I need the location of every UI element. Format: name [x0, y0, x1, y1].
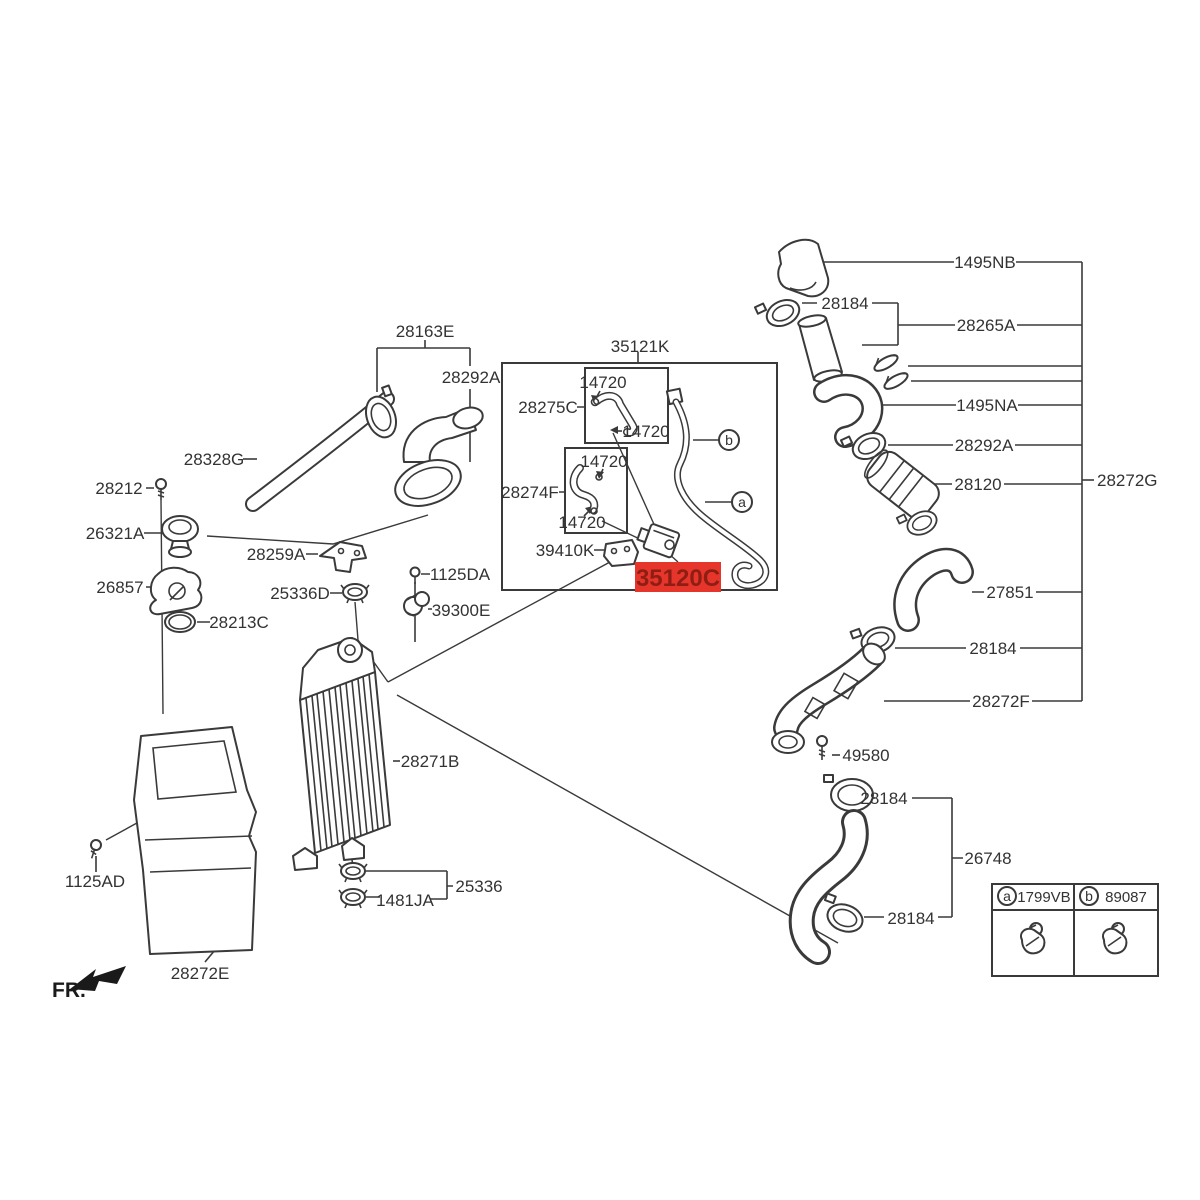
part-label-1125DA: 1125DA	[430, 565, 491, 584]
callout-a-label: a	[738, 494, 746, 510]
legend-part-a: 1799VB	[1017, 889, 1070, 906]
legend-part-b: 89087	[1105, 889, 1147, 906]
part-label-28265A: 28265A	[957, 316, 1016, 335]
part-label-25336: 25336	[455, 877, 502, 896]
part-label-28120: 28120	[954, 475, 1001, 494]
part-label-28328G: 28328G	[184, 450, 245, 469]
part-label-25336D: 25336D	[270, 584, 330, 603]
part-label-28184-4: 28184	[887, 909, 934, 928]
front-direction-arrow-icon	[70, 966, 126, 991]
part-label-28212: 28212	[95, 479, 142, 498]
part-label-27851: 27851	[986, 583, 1033, 602]
part-label-35120C-highlighted[interactable]: 35120C	[636, 565, 720, 592]
part-label-14720-3: 14720	[580, 452, 627, 471]
callout-b-circle	[718, 429, 740, 451]
callout-a-circle	[731, 491, 753, 513]
part-label-28274F: 28274F	[501, 483, 559, 502]
part-label-28275C: 28275C	[518, 398, 578, 417]
front-direction-label: FR.	[52, 979, 86, 1002]
part-label-14720-1: 14720	[579, 373, 626, 392]
right-column-parts	[753, 238, 974, 965]
part-label-39410K: 39410K	[536, 541, 595, 560]
part-label-1481JA: 1481JA	[376, 891, 434, 910]
part-label-28184-3: 28184	[860, 789, 907, 808]
legend-key-a: a	[1003, 888, 1011, 904]
part-label-26321A: 26321A	[86, 524, 145, 543]
intercooler-drawing	[292, 637, 391, 909]
part-label-1495NA: 1495NA	[956, 396, 1018, 415]
part-label-28163E: 28163E	[396, 322, 455, 341]
part-labels: 28163E 28292A 28328G 28212 26321A 26857 …	[52, 253, 1158, 1002]
legend-key-b: b	[1085, 888, 1093, 904]
part-label-1125AD: 1125AD	[65, 872, 125, 891]
part-label-14720-2: 14720	[622, 422, 669, 441]
part-label-49580: 49580	[842, 746, 889, 765]
part-label-28292A-right: 28292A	[955, 436, 1014, 455]
part-label-28184-2: 28184	[969, 639, 1016, 658]
part-label-28213C: 28213C	[209, 613, 269, 632]
solenoid-valve-drawing	[636, 523, 681, 559]
part-label-28272F: 28272F	[972, 692, 1030, 711]
part-label-35121K: 35121K	[611, 337, 670, 356]
clip-icon	[1102, 922, 1128, 955]
part-label-28292A-top: 28292A	[442, 368, 501, 387]
legend-key-b-circle	[1079, 886, 1099, 906]
left-column-parts	[149, 478, 430, 633]
part-label-28272E: 28272E	[171, 964, 230, 983]
part-label-26748: 26748	[964, 849, 1011, 868]
part-label-1495NB: 1495NB	[954, 253, 1015, 272]
legend-table	[991, 883, 1159, 977]
clip-icon	[1020, 922, 1046, 955]
air-duct-drawing	[90, 726, 257, 955]
part-label-28272G: 28272G	[1097, 471, 1158, 490]
callout-b-label: b	[725, 432, 733, 448]
part-label-28184-1: 28184	[821, 294, 868, 313]
part-label-26857: 26857	[96, 578, 143, 597]
part-label-28259A: 28259A	[247, 545, 306, 564]
part-label-14720-4: 14720	[558, 513, 605, 532]
highlight-box[interactable]	[635, 562, 721, 592]
left-top-parts	[245, 384, 484, 512]
part-label-39300E: 39300E	[432, 601, 491, 620]
legend-key-a-circle	[997, 886, 1017, 906]
part-label-28271B: 28271B	[401, 752, 460, 771]
